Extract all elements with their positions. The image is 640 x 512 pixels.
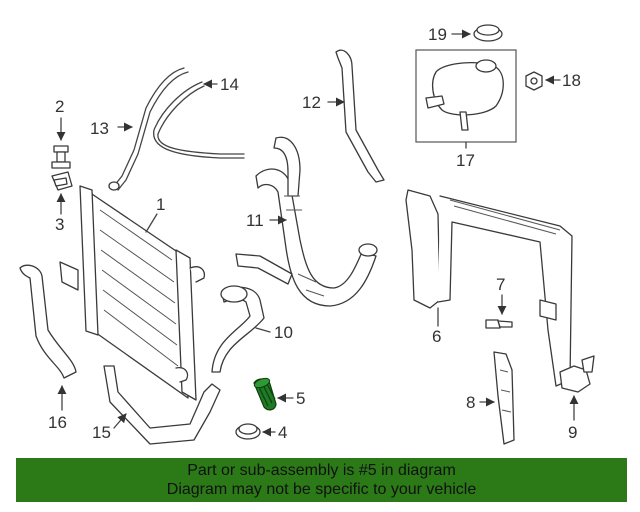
bracket-left bbox=[493, 351, 515, 445]
callout-14: 14 bbox=[220, 75, 239, 94]
callout-5: 5 bbox=[296, 389, 305, 408]
reservoir-hose bbox=[335, 49, 385, 183]
callout-2: 2 bbox=[55, 97, 64, 116]
radiator bbox=[59, 185, 206, 401]
callout-7: 7 bbox=[496, 275, 505, 294]
bracket-right bbox=[559, 355, 595, 393]
lower-hose bbox=[211, 285, 265, 373]
callout-8: 8 bbox=[466, 393, 475, 412]
cooling-system-diagram: 1 2 3 4 5 6 7 bbox=[19, 24, 595, 445]
bolt bbox=[51, 145, 71, 169]
tank-cap bbox=[473, 24, 503, 42]
callout-11: 11 bbox=[246, 211, 264, 230]
fan-shroud bbox=[405, 189, 573, 387]
radiator-cap bbox=[235, 423, 261, 440]
expansion-tank bbox=[415, 49, 517, 143]
callout-13: 13 bbox=[90, 119, 109, 138]
banner-line-1: Part or sub-assembly is #5 in diagram bbox=[187, 462, 456, 479]
hex-nut bbox=[525, 71, 543, 91]
callout-4: 4 bbox=[278, 423, 287, 442]
callout-6: 6 bbox=[432, 327, 441, 346]
callout-16: 16 bbox=[48, 413, 67, 432]
callout-3: 3 bbox=[55, 215, 64, 234]
callout-9: 9 bbox=[568, 423, 577, 442]
info-banner: Part or sub-assembly is #5 in diagram Di… bbox=[16, 458, 627, 502]
callout-1: 1 bbox=[156, 195, 165, 214]
callout-17: 17 bbox=[456, 151, 475, 170]
upper-hose bbox=[235, 136, 378, 307]
callout-12: 12 bbox=[302, 93, 321, 112]
push-pin bbox=[485, 319, 513, 329]
callout-10: 10 bbox=[274, 323, 293, 342]
banner-line-2: Diagram may not be specific to your vehi… bbox=[166, 481, 477, 498]
rubber-mount bbox=[51, 171, 73, 191]
callout-15: 15 bbox=[92, 423, 111, 442]
coolant-pipe bbox=[108, 67, 189, 191]
highlighted-fitting bbox=[253, 377, 277, 411]
side-hose bbox=[19, 264, 77, 379]
callout-19: 19 bbox=[428, 25, 447, 44]
bleed-line bbox=[153, 81, 245, 159]
bottom-hose bbox=[103, 365, 221, 445]
callout-18: 18 bbox=[562, 71, 581, 90]
